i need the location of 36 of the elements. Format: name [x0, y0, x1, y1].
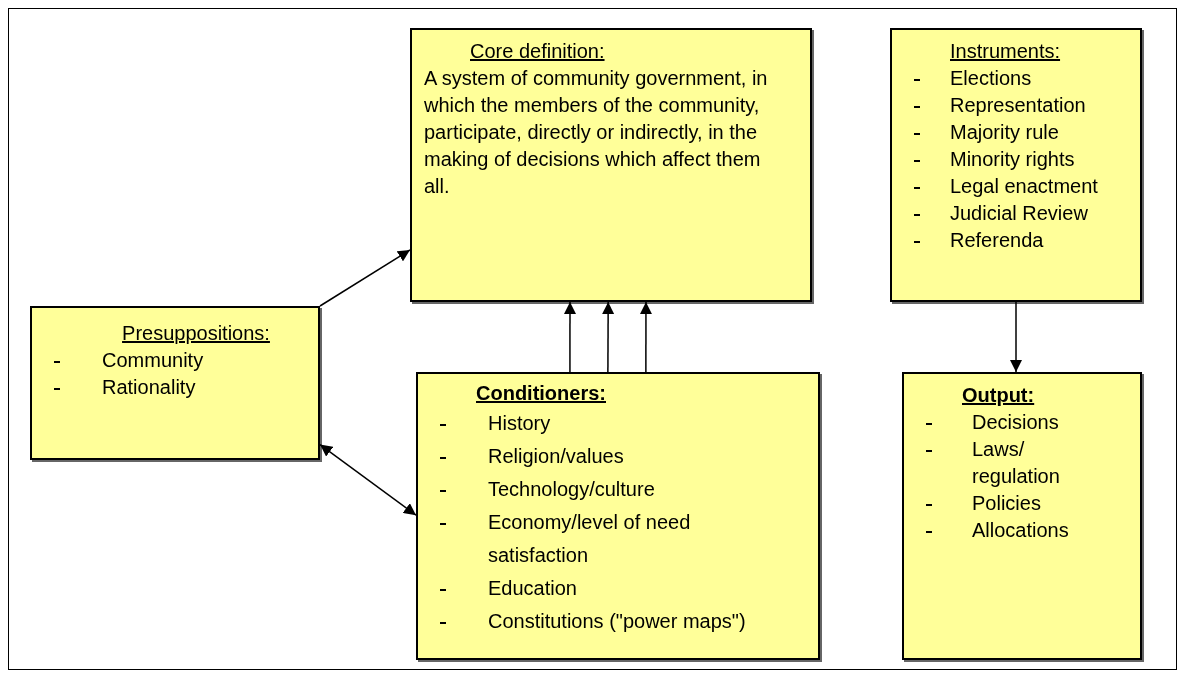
list-item: Technology/culture	[488, 477, 655, 502]
list-item: Allocations	[972, 518, 1069, 543]
definition-text: A system of community government, in which the members of the community, participate, directly or indirectly, in the making of decisions which affect them all.	[423, 66, 769, 199]
list-item: Education	[488, 576, 577, 601]
text-box	[416, 372, 820, 660]
arrow	[564, 301, 576, 373]
list-item: Constitutions ("power maps")	[488, 609, 746, 634]
arrow	[639, 301, 652, 373]
list-item: Economy/level of need satisfaction	[488, 510, 692, 568]
list-item: Legal enactment	[950, 174, 1098, 199]
text-box	[410, 28, 812, 302]
text-box	[890, 28, 1142, 302]
text-box	[30, 306, 320, 460]
list-item: Elections	[950, 66, 1032, 91]
list-item: Decisions	[972, 410, 1059, 435]
list-item: Religion/values	[488, 444, 624, 469]
arrow	[319, 443, 417, 516]
list-item: Majority rule	[950, 120, 1059, 145]
arrow	[319, 249, 411, 307]
list-item: Community	[102, 348, 204, 373]
box-heading: Core definition:	[470, 40, 605, 62]
list-item: Referenda	[950, 228, 1044, 253]
text-box	[902, 372, 1142, 660]
box-heading: Instruments:	[950, 40, 1061, 62]
arrow	[1010, 301, 1022, 373]
list-item: Policies	[972, 491, 1041, 516]
list-item: Judicial Review	[950, 201, 1088, 226]
list-item: Minority rights	[950, 147, 1075, 172]
arrow	[602, 301, 615, 373]
list-item: Representation	[950, 93, 1086, 118]
box-heading: Conditioners:	[476, 382, 606, 404]
list-item: Rationality	[102, 375, 196, 400]
box-heading: Output:	[962, 384, 1035, 406]
box-heading: Presuppositions:	[122, 322, 270, 344]
list-item: History	[488, 411, 551, 436]
list-item: Laws/ regulation	[972, 437, 1061, 489]
